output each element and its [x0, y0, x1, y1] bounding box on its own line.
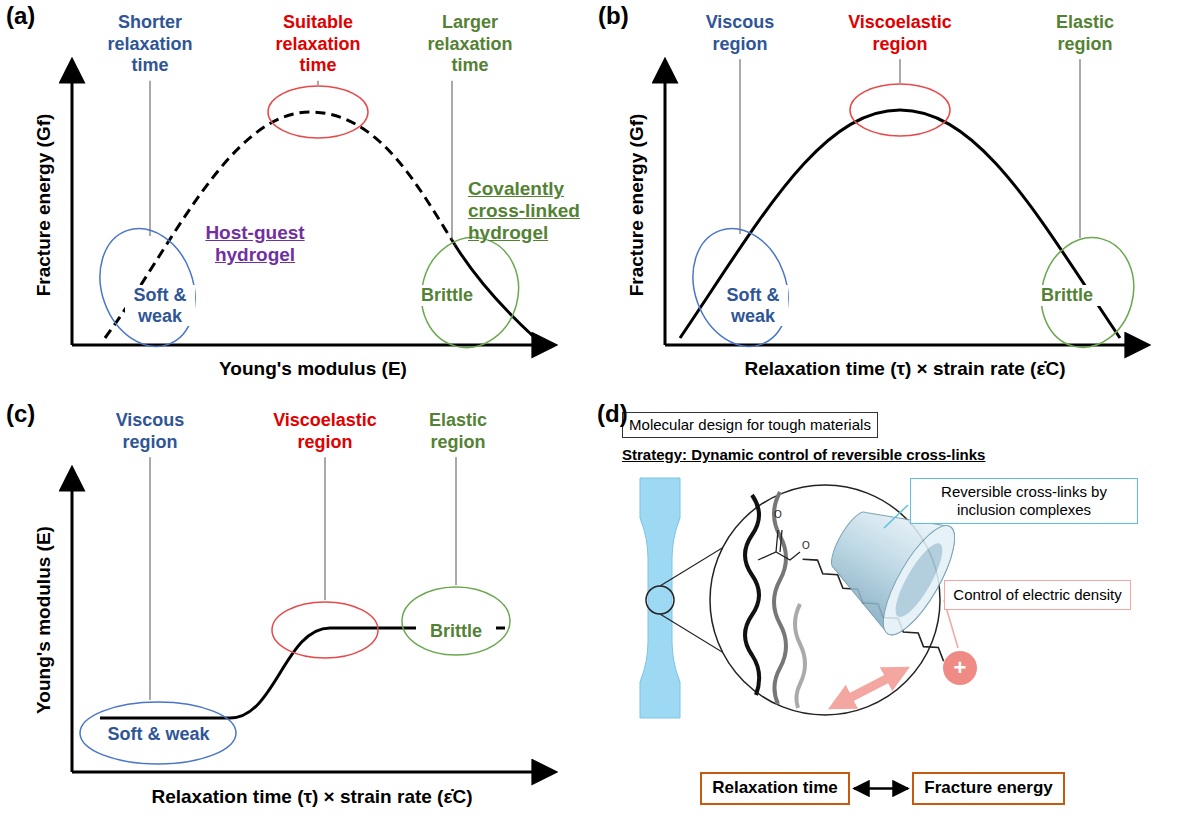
region-heading: Viscous region	[100, 410, 200, 453]
ellipse-outline	[270, 600, 380, 660]
y-axis	[664, 62, 667, 345]
leader-line	[456, 457, 457, 585]
ellipse-shape	[272, 602, 378, 658]
polymer-chain	[774, 492, 786, 704]
region-heading: Viscous region	[690, 12, 790, 55]
region-ellipse: Larger relaxation timeBrittle	[420, 235, 520, 350]
region-ellipse: Elastic regionBrittle	[400, 585, 512, 657]
region-ellipse: Viscoelastic region	[848, 82, 952, 138]
region-note: Brittle	[1032, 285, 1102, 306]
region-ellipse: Shorter relaxation timeSoft & weak	[100, 225, 195, 350]
shuttling-arrow	[840, 673, 898, 703]
leader-line	[740, 59, 741, 234]
leader-line	[150, 81, 151, 236]
zoom-spot	[646, 586, 674, 614]
callout-box: Control of electric density	[944, 580, 1131, 610]
region-note: Soft & weak	[718, 285, 788, 326]
x-axis	[72, 771, 553, 774]
concept-box: Fracture energy	[912, 772, 1065, 805]
atom-label: O	[802, 541, 810, 551]
cation-circle	[943, 651, 977, 685]
leader-line	[150, 457, 151, 700]
box-text: Control of electric density	[953, 586, 1122, 604]
ellipse-shape	[80, 702, 236, 764]
region-heading: Elastic region	[1035, 12, 1135, 55]
axis-label: Relaxation time (τ) × strain rate (ε̇C)	[695, 358, 1115, 380]
region-heading: Suitable relaxation time	[261, 12, 376, 77]
axis-label: Fracture energy (Gf)	[626, 114, 648, 297]
box-text: Fracture energy	[924, 778, 1053, 798]
region-heading: Shorter relaxation time	[93, 12, 208, 77]
charge-symbol: +	[954, 657, 967, 679]
ellipse-shape	[850, 84, 950, 136]
region-heading: Viscoelastic region	[258, 410, 393, 453]
region-heading: Viscoelastic region	[833, 12, 968, 55]
material-label: Covalently cross-linked hydrogel	[468, 178, 603, 244]
region-heading: Elastic region	[408, 410, 508, 453]
region-ellipse: Suitable relaxation time	[266, 84, 370, 140]
region-ellipse: Elastic regionBrittle	[1040, 235, 1135, 350]
box-text: Reversible cross-links by inclusion comp…	[919, 483, 1129, 519]
axes	[72, 62, 1146, 772]
title-box: Molecular design for tough materials	[622, 412, 878, 438]
ellipse-shape	[268, 86, 368, 138]
axis-label: Fracture energy (Gf)	[33, 114, 55, 297]
region-heading: Larger relaxation time	[413, 12, 528, 77]
axis-label: Relaxation time (τ) × strain rate (ε̇C)	[102, 786, 522, 808]
y-axis	[71, 62, 74, 345]
ellipse-shape	[1029, 227, 1146, 358]
box-text: Relaxation time	[712, 778, 838, 798]
region-note: Brittle	[412, 285, 482, 306]
atom-label: O	[774, 510, 782, 520]
panel-letter: (d)	[597, 400, 628, 428]
concept-box: Relaxation time	[700, 772, 850, 805]
ellipse-outline	[266, 84, 370, 140]
region-ellipse: Viscous regionSoft & weak	[78, 700, 238, 766]
carbonyl-bond	[776, 530, 782, 552]
callout-box: Reversible cross-links by inclusion comp…	[910, 478, 1138, 524]
bell-curve	[680, 110, 1120, 338]
dashed-curve	[105, 112, 455, 338]
leader-lines	[150, 59, 1080, 700]
leader-line	[452, 81, 453, 240]
panel-letter: (b)	[598, 2, 629, 30]
region-note: Soft & weak	[96, 724, 221, 745]
region-ellipse: Viscoelastic region	[270, 600, 380, 660]
region-note: Soft & weak	[125, 285, 195, 326]
leader-line	[884, 505, 908, 528]
material-label: Host-guest hydrogel	[193, 222, 318, 266]
cyclodextrin-cavity	[888, 538, 951, 623]
dumbbell-specimen	[640, 478, 680, 718]
region-note: Brittle	[416, 621, 496, 642]
axis-label: Young's modulus (E)	[163, 358, 463, 380]
leader-line	[1080, 59, 1081, 238]
ellipse-shape	[677, 215, 804, 360]
region-ellipse: Viscous regionSoft & weak	[693, 225, 788, 350]
leader-line	[325, 457, 326, 600]
box-text: Molecular design for tough materials	[629, 416, 871, 434]
ester-group	[758, 530, 800, 560]
double-arrow	[854, 787, 908, 790]
leader-line	[318, 81, 319, 85]
panel-letter: (a)	[6, 2, 35, 30]
ester-bond	[758, 552, 800, 560]
strategy-label: Strategy: Dynamic control of reversible …	[622, 446, 985, 463]
panel-letter: (c)	[6, 400, 35, 428]
axis-label: Young's modulus (E)	[33, 526, 55, 714]
y-axis	[71, 470, 74, 772]
ellipse-shape	[84, 215, 211, 360]
ellipse-shape	[409, 226, 530, 358]
polymer-chain	[795, 604, 805, 708]
leader-line	[900, 59, 901, 83]
ellipse-outline	[848, 82, 952, 138]
polymer-chain	[745, 495, 759, 695]
ellipse-shape	[402, 587, 510, 655]
